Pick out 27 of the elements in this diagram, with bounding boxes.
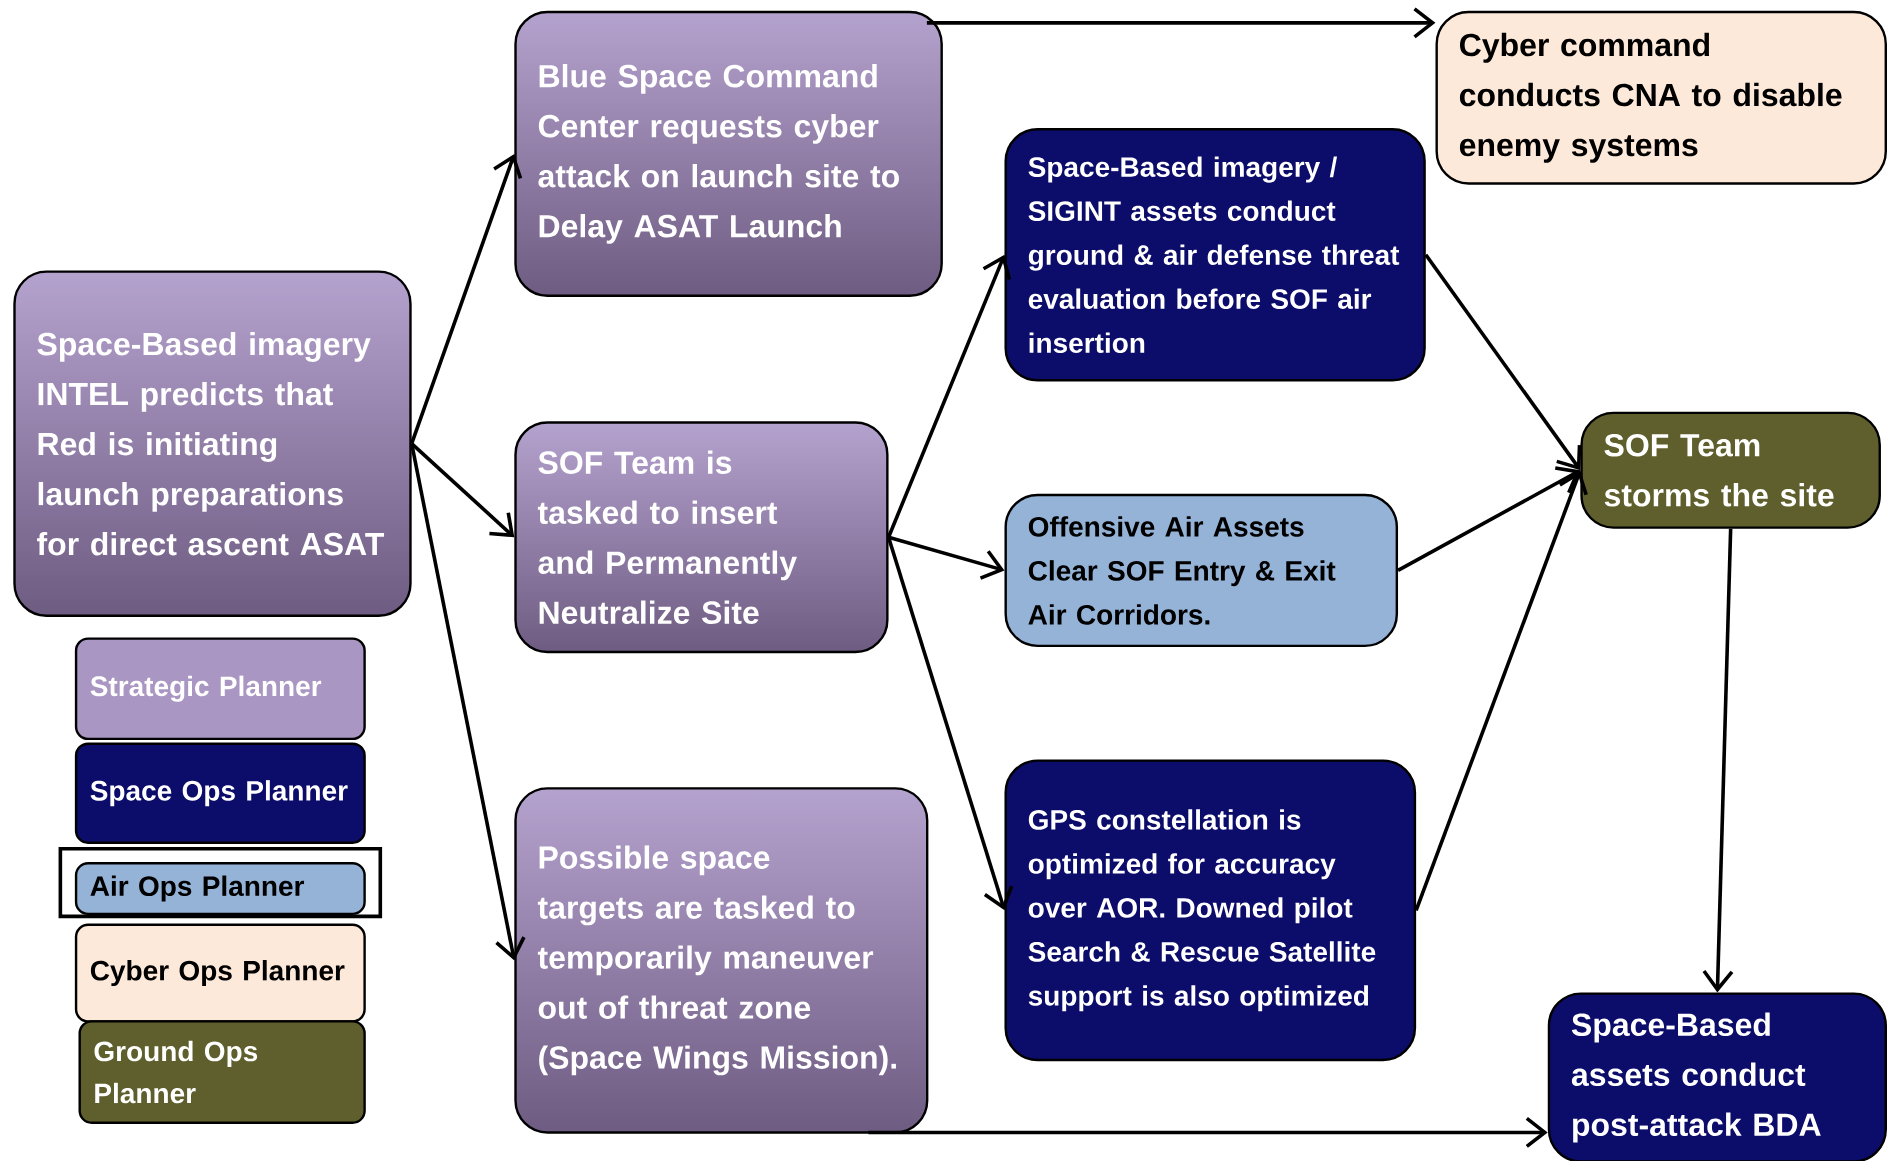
arrow (1702, 528, 1734, 993)
process-box: Space-Based imagery / SIGINT assets conduct ground & air defense threat evaluation before SOF air insertion (1004, 128, 1426, 382)
arrow (888, 535, 1005, 580)
legend-label: Air Ops Planner (90, 875, 305, 902)
process-box: SOF Team storms the site (1580, 411, 1881, 529)
process-box: Cyber command conducts CNA to disable enemy systems (1435, 10, 1887, 185)
arrow (1414, 470, 1588, 911)
arrow (1397, 466, 1581, 572)
process-box: SOF Team is tasked to insert and Permanently Neutralize Site (514, 421, 889, 654)
arrow (410, 442, 515, 538)
arrow (409, 443, 526, 961)
arrow (886, 254, 1012, 538)
legend-label: Cyber Ops Planner (90, 960, 345, 987)
process-box: Space-Based imagery INTEL predicts that Red is initiating launch preparations for direct ascent ASAT (13, 270, 412, 617)
arrow (1424, 253, 1582, 471)
process-box: Possible space targets are tasked to temporarily maneuver out of threat zone (Space Wings Mission). (514, 787, 929, 1134)
legend-label: Strategic Planner (90, 675, 322, 702)
process-box: Blue Space Command Center requests cyber attack on launch site to Delay ASAT Launch (514, 10, 943, 297)
arrow (926, 7, 1436, 39)
legend-label: Space Ops Planner (90, 780, 348, 807)
process-box: Offensive Air Assets Clear SOF Entry & Exit Air Corridors. (1004, 493, 1399, 648)
arrow (886, 536, 1014, 911)
arrow (410, 153, 523, 445)
legend-label: Ground Ops Planner (94, 1040, 258, 1104)
arrow (868, 1117, 1548, 1148)
process-box: Space-Based assets conduct post-attack BDA (1547, 992, 1887, 1161)
process-box: GPS constellation is optimized for accuracy over AOR. Downed pilot Search & Rescue Satellite support is also optimized (1004, 759, 1417, 1062)
